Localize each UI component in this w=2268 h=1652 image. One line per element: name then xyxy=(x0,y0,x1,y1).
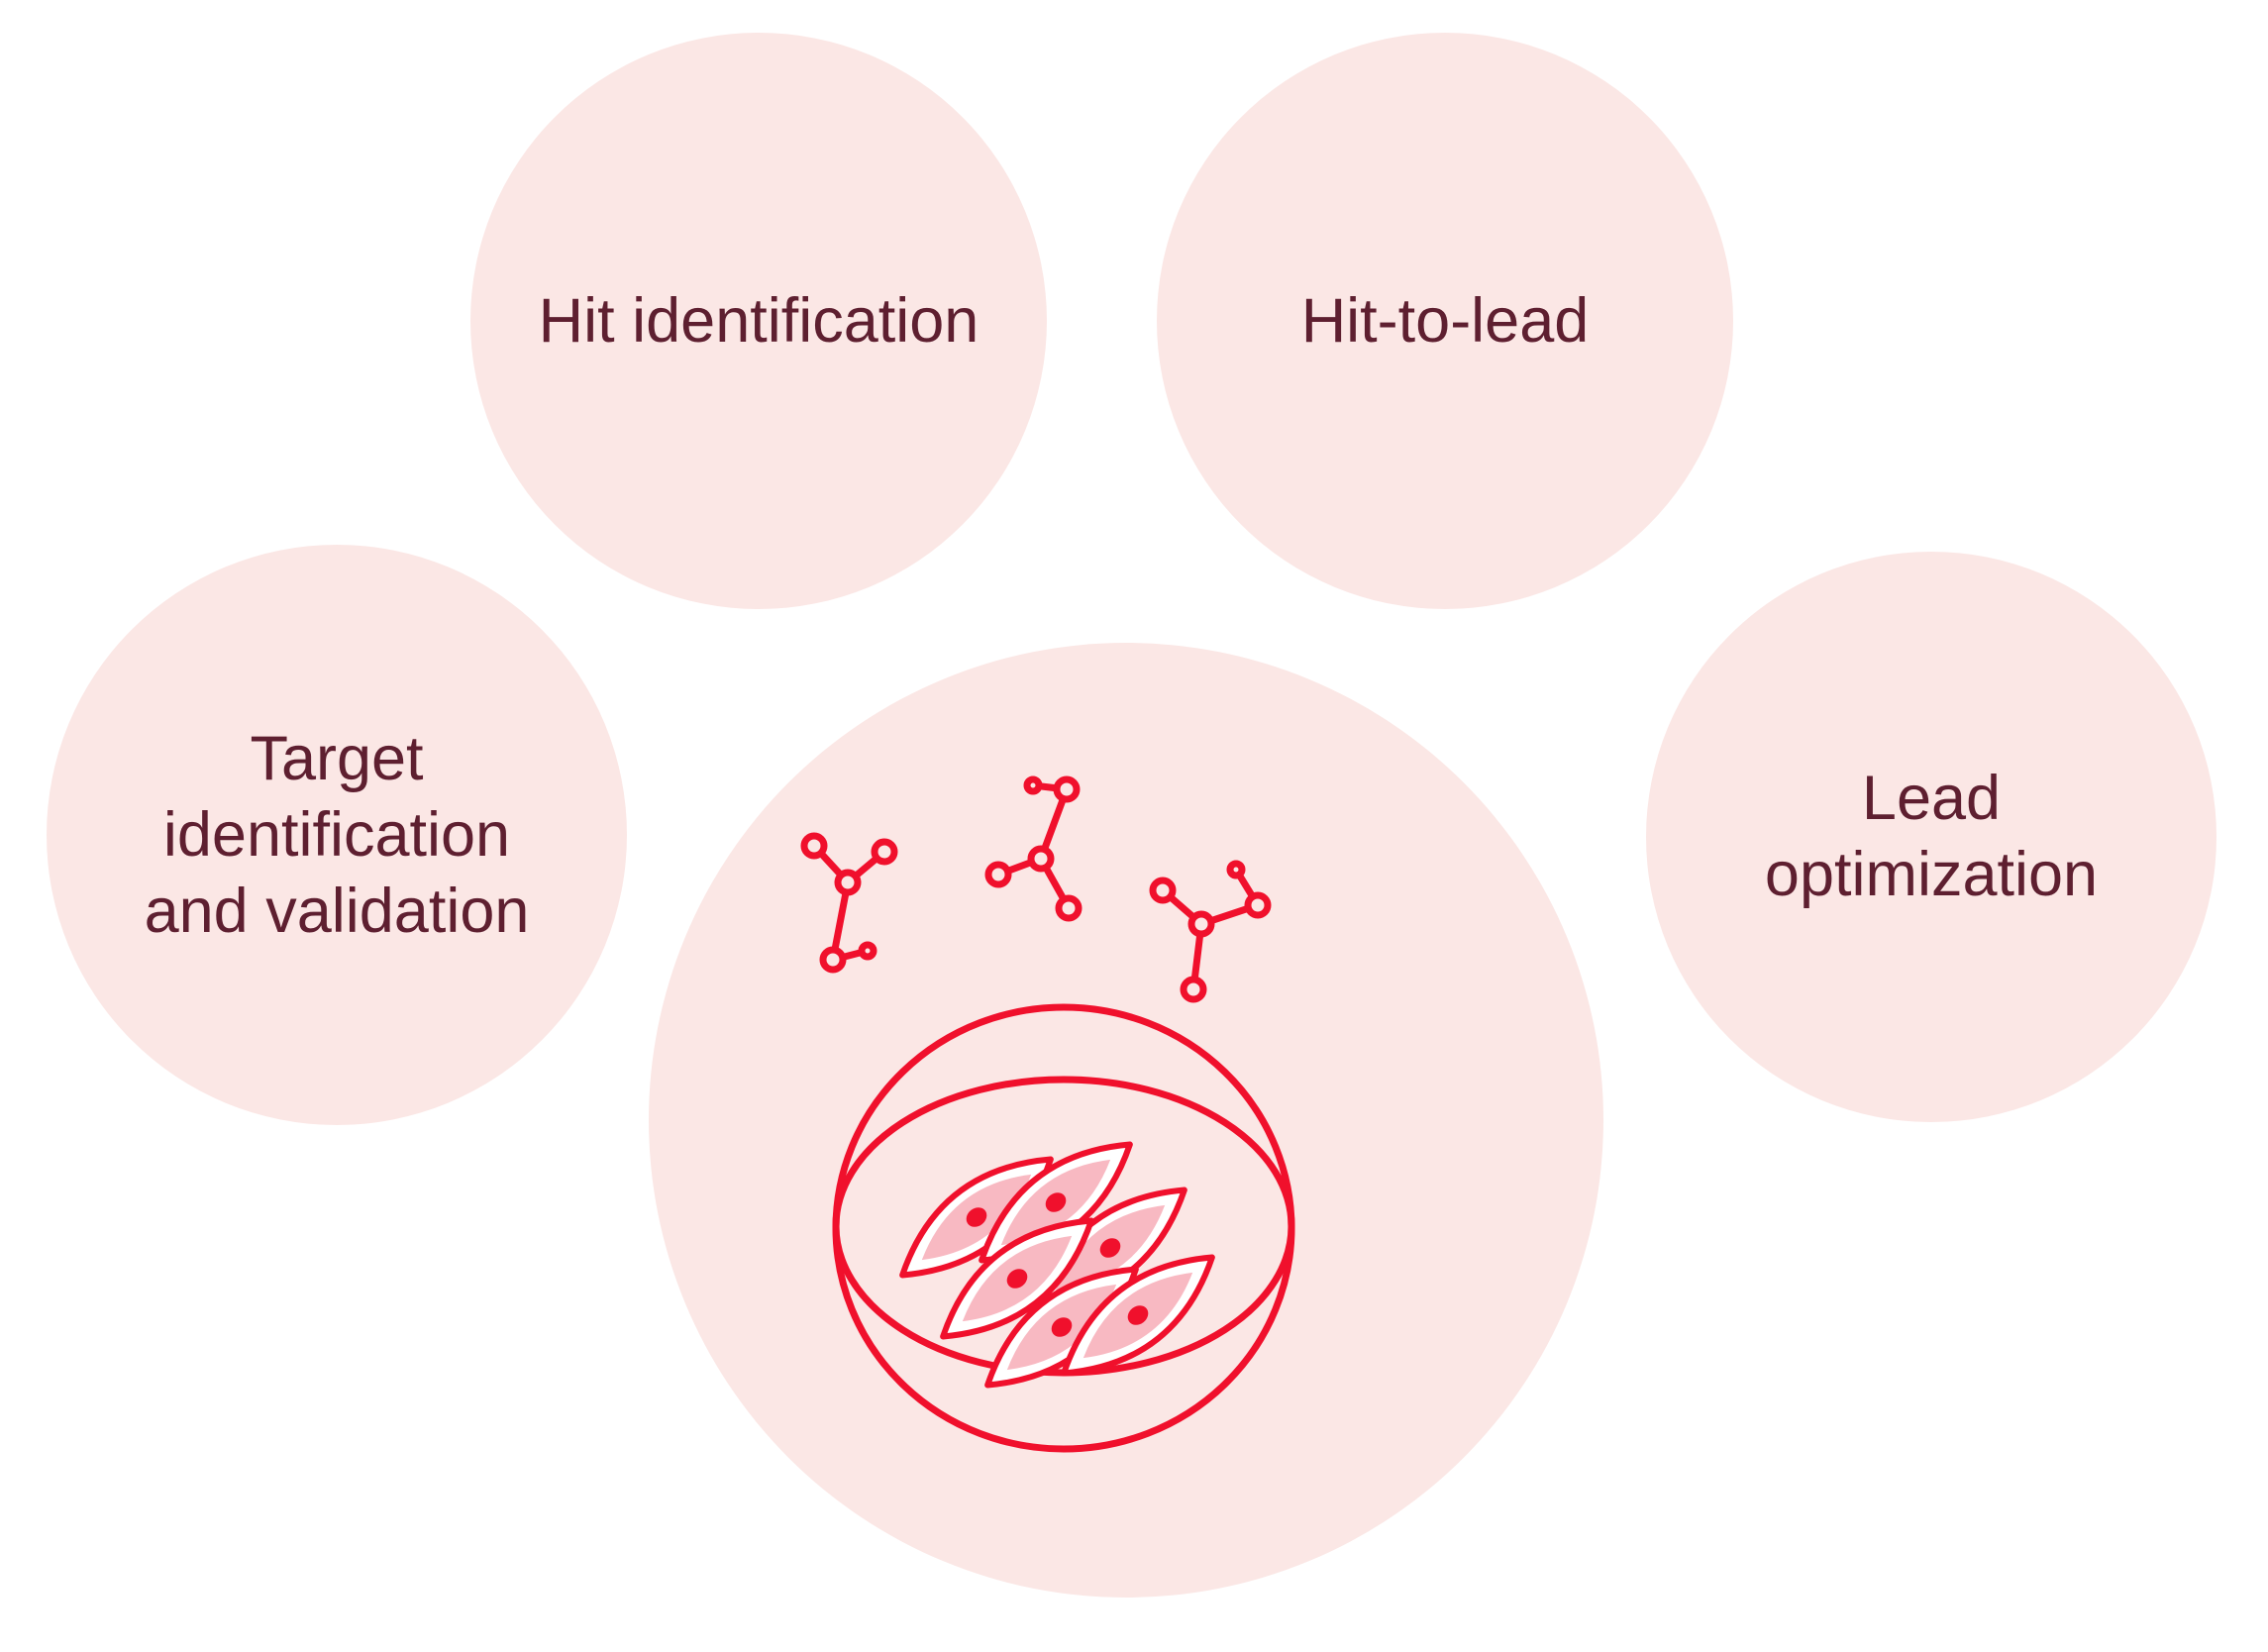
atom-node xyxy=(1053,775,1081,803)
atom-node xyxy=(1244,891,1272,919)
central-illustration xyxy=(800,775,1295,1453)
cell-icon xyxy=(899,1156,1054,1279)
atom-node xyxy=(800,832,828,860)
cell-nucleus xyxy=(1006,1269,1028,1289)
cell-nucleus xyxy=(1099,1238,1121,1258)
molecule-icon xyxy=(800,832,898,974)
atom-node xyxy=(871,838,898,866)
cell-nucleus xyxy=(1127,1305,1149,1325)
cell-icon xyxy=(1061,1254,1215,1377)
cell-nucleus xyxy=(1051,1317,1073,1337)
cell-nucleus xyxy=(966,1207,987,1227)
atom-node xyxy=(1055,894,1082,922)
bubble-hit-identification xyxy=(470,33,1047,609)
molecule-icon xyxy=(1149,860,1272,1003)
bubble-target-identification xyxy=(47,545,627,1125)
atom-node xyxy=(858,941,877,961)
bubble-hit-to-lead xyxy=(1157,33,1733,609)
atom-node xyxy=(1023,775,1043,795)
cell-nucleus xyxy=(1045,1192,1067,1212)
atom-node xyxy=(1149,877,1177,904)
molecule-icon xyxy=(984,775,1082,922)
atom-node xyxy=(834,869,862,896)
atom-node xyxy=(819,946,847,974)
atom-node xyxy=(1027,845,1055,873)
cell-icon xyxy=(984,1266,1139,1389)
atom-node xyxy=(1187,910,1215,938)
bubble-central-illustration xyxy=(649,643,1603,1598)
atom-node xyxy=(1180,976,1207,1003)
cell-icon xyxy=(940,1217,1094,1340)
bubble-lead-optimization xyxy=(1646,552,2216,1122)
atom-node xyxy=(1226,860,1246,879)
atom-node xyxy=(984,861,1012,888)
